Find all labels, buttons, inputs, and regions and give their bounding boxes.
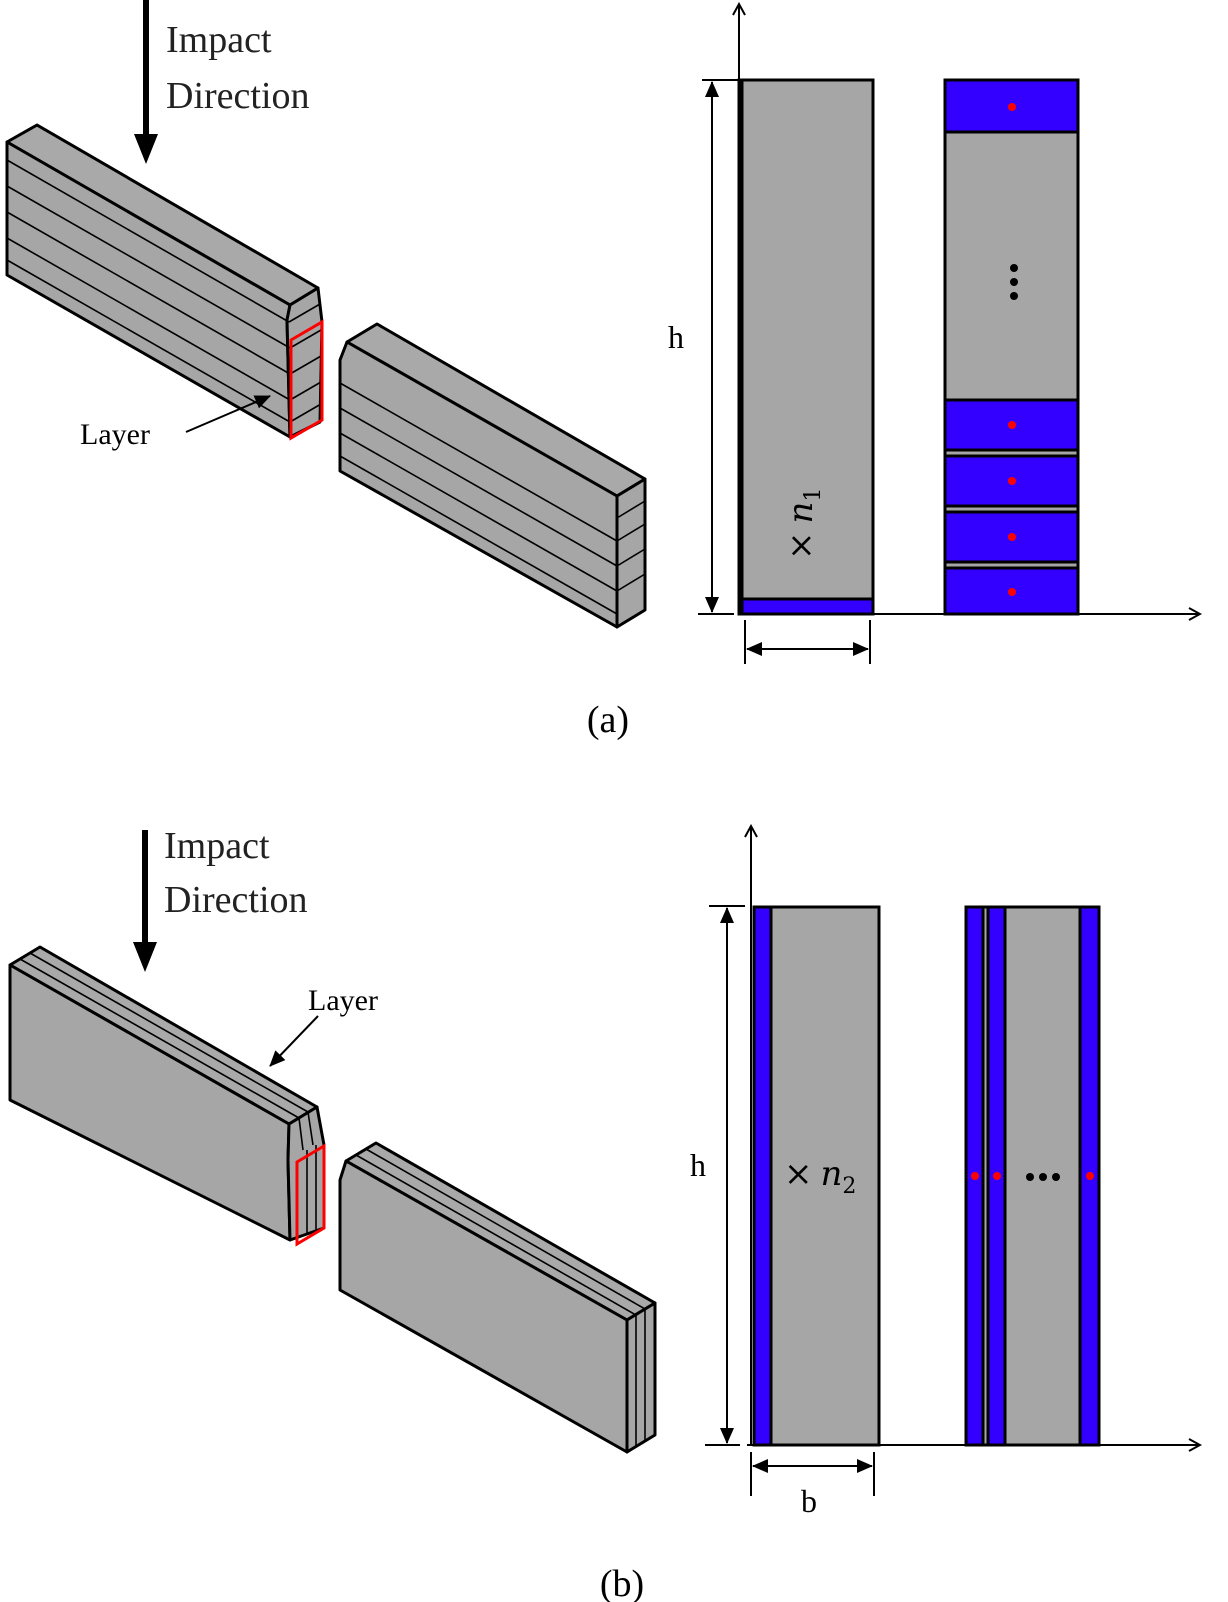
svg-text:×n2: ×n2 [784,1154,856,1199]
integration-point [971,1172,979,1180]
section-left-b [752,905,881,1447]
integration-point [1008,588,1016,596]
beam-left-half [8,945,326,1247]
integration-point [1008,533,1016,541]
height-dimension-b [705,905,745,1446]
integration-point [993,1172,1001,1180]
beam-right-half [338,322,647,629]
vertical-ellipsis-icon [1010,264,1018,300]
impact-label-line2: Direction [164,879,308,921]
layer-label: Layer [80,418,150,451]
panel-a: Impact Direction [5,0,1200,741]
layer-pointer-arrow-icon [269,1015,319,1067]
multiplier-n2: ×n2 [784,1154,856,1199]
impact-arrow-icon [134,0,158,164]
panel-caption-b: (b) [600,1563,644,1602]
section-right-b [964,905,1101,1447]
beam-left-half [5,123,324,441]
impact-label-line2: Direction [166,75,310,117]
width-dimension-a [744,620,871,664]
impact-label-line1: Impact [166,19,272,61]
section-right-a [943,78,1080,616]
integration-point [1008,421,1016,429]
panel-caption-a: (a) [587,699,629,741]
impact-label-line1: Impact [164,825,270,867]
panel-b: Impact Direction Layer [8,825,1200,1602]
layer-label: Layer [308,984,378,1017]
height-label: h [690,1147,706,1183]
selected-element-highlight [289,319,324,441]
width-label: b [801,1483,817,1519]
width-dimension-b [750,1452,875,1496]
selected-element-highlight [295,1143,326,1247]
height-label: h [668,319,684,355]
layer-pointer-arrow-icon [185,395,271,433]
multiplier-n1: ×n1 [781,488,826,560]
section-left-a [737,78,875,616]
horizontal-ellipsis-icon [1026,1173,1060,1181]
beam-right-half [338,1141,657,1454]
integration-point [1008,103,1016,111]
integration-point [1086,1172,1094,1180]
height-dimension-a [698,79,738,615]
integration-point [1008,477,1016,485]
svg-text:×n1: ×n1 [781,488,826,560]
impact-arrow-icon [133,830,157,972]
